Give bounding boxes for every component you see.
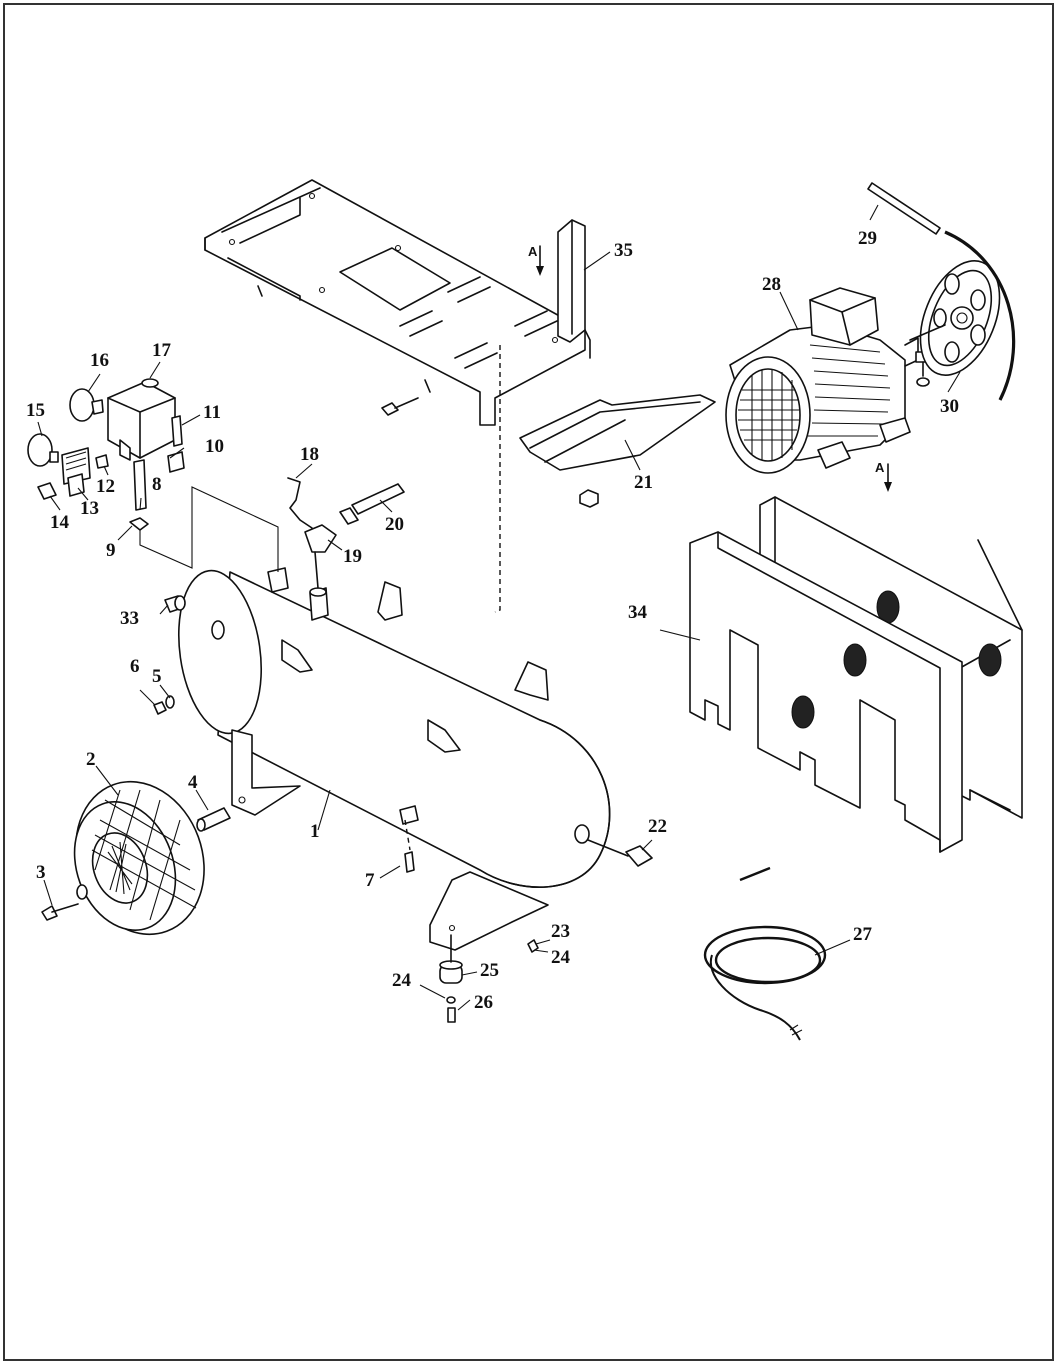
fitting-33 bbox=[164, 595, 186, 613]
power-cable-27 bbox=[703, 866, 827, 1041]
label-part-14: 14 bbox=[50, 512, 70, 533]
label-part-21: 21 bbox=[634, 472, 653, 493]
label-part-26: 26 bbox=[474, 992, 493, 1013]
wheel-2 bbox=[41, 780, 231, 936]
label-part-35: 35 bbox=[614, 240, 633, 261]
label-part-33: 33 bbox=[120, 608, 139, 629]
label-part-17: 17 bbox=[152, 340, 172, 361]
label-part-9: 9 bbox=[106, 540, 116, 561]
gauge-16 bbox=[69, 388, 104, 422]
label-part-10: 10 bbox=[205, 436, 224, 457]
label-part-29: 29 bbox=[858, 228, 877, 249]
label-part-13: 13 bbox=[80, 498, 99, 519]
label-part-16: 16 bbox=[90, 350, 109, 371]
fitting-10 bbox=[167, 451, 185, 473]
fitting-12 bbox=[95, 454, 109, 469]
label-part-4: 4 bbox=[188, 772, 198, 793]
label-part-3: 3 bbox=[36, 862, 46, 883]
bracket-35 bbox=[557, 219, 591, 359]
label-part-34: 34 bbox=[628, 602, 648, 623]
belt-29 bbox=[867, 182, 941, 235]
label-part-11: 11 bbox=[203, 402, 221, 423]
motor-bracket-21 bbox=[519, 394, 716, 508]
fitting-11 bbox=[171, 415, 183, 447]
regulator-13 bbox=[61, 447, 91, 497]
gauge-15 bbox=[27, 433, 59, 467]
label-part-18: 18 bbox=[300, 444, 319, 465]
label-part-15: 15 bbox=[26, 400, 45, 421]
fitting-14 bbox=[37, 482, 57, 500]
label-part-20: 20 bbox=[385, 514, 404, 535]
check-valve-22 bbox=[587, 839, 653, 867]
leader-lines bbox=[37, 204, 961, 1011]
label-part-19: 19 bbox=[343, 546, 362, 567]
label-part-7: 7 bbox=[365, 870, 375, 891]
label-part-30: 30 bbox=[940, 396, 959, 417]
svg-text:A: A bbox=[875, 460, 885, 475]
label-part-24-left: 24 bbox=[392, 970, 412, 991]
elbow-fitting-19 bbox=[304, 524, 337, 589]
pipe-8 bbox=[133, 459, 147, 511]
air-tank-1 bbox=[177, 567, 611, 951]
label-part-2: 2 bbox=[86, 749, 96, 770]
nut-9 bbox=[129, 517, 149, 531]
label-part-25: 25 bbox=[480, 960, 499, 981]
label-part-24-right: 24 bbox=[551, 947, 571, 968]
nut-washer-5-6 bbox=[153, 695, 175, 715]
label-part-6: 6 bbox=[130, 656, 140, 677]
pulley-30 bbox=[909, 230, 1016, 401]
label-part-1: 1 bbox=[310, 821, 320, 842]
electric-motor-28 bbox=[725, 287, 931, 474]
label-part-5: 5 bbox=[152, 666, 162, 687]
page-border bbox=[3, 3, 1054, 1361]
label-part-27: 27 bbox=[853, 924, 873, 945]
label-part-12: 12 bbox=[96, 476, 115, 497]
label-part-23: 23 bbox=[551, 921, 570, 942]
label-part-22: 22 bbox=[648, 816, 667, 837]
label-part-8: 8 bbox=[152, 474, 162, 495]
part-labels: 1 2 3 4 5 6 7 8 9 10 11 12 13 14 15 16 1… bbox=[26, 228, 959, 1013]
belt-guard-34 bbox=[689, 496, 1023, 853]
rubber-foot-25 bbox=[439, 934, 539, 1023]
connection-line bbox=[139, 486, 279, 572]
pipe-18 bbox=[287, 477, 313, 529]
base-plate bbox=[204, 179, 586, 426]
delivery-pipe-20 bbox=[339, 483, 405, 525]
pressure-switch-17 bbox=[107, 378, 176, 461]
arrow-marker-a-motor: A bbox=[875, 460, 892, 492]
label-part-28: 28 bbox=[762, 274, 781, 295]
assembly-line bbox=[494, 345, 501, 613]
svg-text:A: A bbox=[528, 244, 538, 259]
arrow-marker-a-top: A bbox=[528, 244, 544, 276]
